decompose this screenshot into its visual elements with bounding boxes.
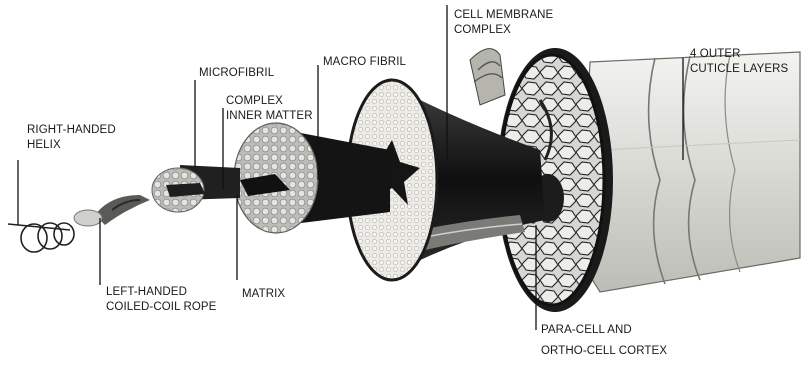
microfibril-segment [152,165,240,212]
label-cell-membrane-complex: CELL MEMBRANE COMPLEX [454,8,553,38]
label-line: COMPLEX [226,94,313,109]
label-matrix: MATRIX [242,287,285,302]
label-line: CELL MEMBRANE [454,8,553,23]
label-line: COMPLEX [454,23,553,38]
label-line: RIGHT-HANDED [27,123,116,138]
label-line: CUTICLE LAYERS [690,62,788,77]
cell-membrane-ribbon [470,49,505,105]
label-complex-inner-matter: COMPLEX INNER MATTER [226,94,313,124]
label-line: COILED-COIL ROPE [106,300,216,315]
label-line: ORTHO-CELL CORTEX [541,344,667,359]
helix-coil [8,223,74,252]
label-line: INNER MATTER [226,109,313,124]
label-right-handed-helix: RIGHT-HANDED HELIX [27,123,116,153]
label-line: LEFT-HANDED [106,285,216,300]
coiled-coil-rope [74,195,150,226]
label-left-handed-coiled-coil: LEFT-HANDED COILED-COIL ROPE [106,285,216,315]
label-line: PARA-CELL AND [541,323,667,338]
label-line: HELIX [27,138,116,153]
label-para-ortho-cortex: PARA-CELL AND ORTHO-CELL CORTEX [541,323,667,359]
label-outer-cuticle-layers: 4 OUTER CUTICLE LAYERS [690,47,788,77]
outer-cuticle-cylinder [580,52,800,292]
label-macro-fibril: MACRO FIBRIL [323,55,406,70]
label-microfibril: MICROFIBRIL [199,66,274,81]
label-line: 4 OUTER [690,47,788,62]
